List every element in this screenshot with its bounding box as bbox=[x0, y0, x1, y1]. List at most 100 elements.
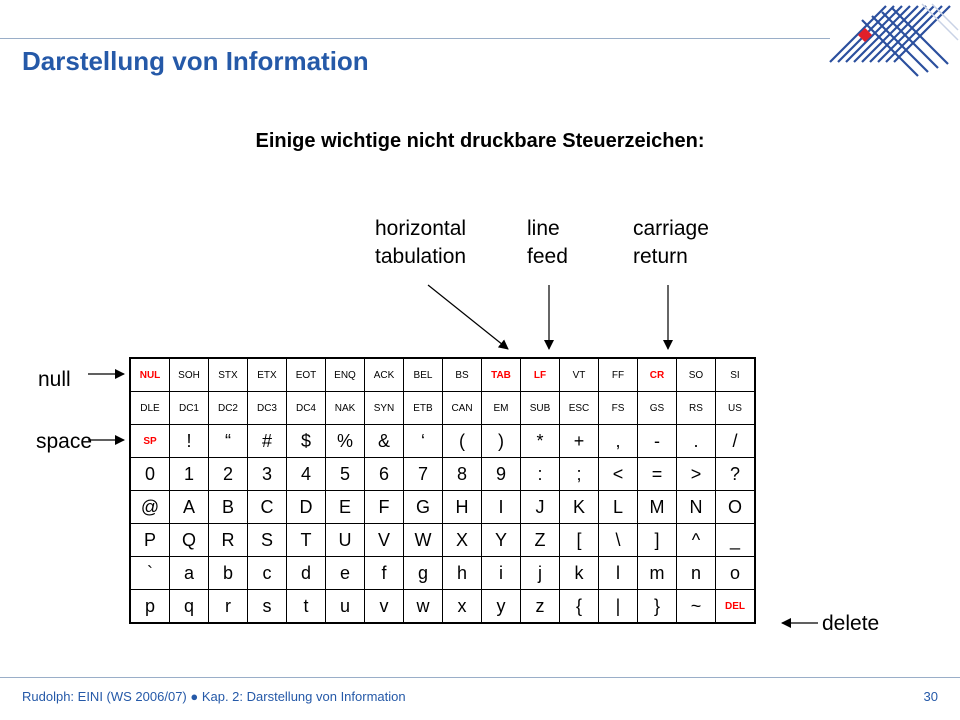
table-cell: } bbox=[637, 589, 677, 624]
label-delete: delete bbox=[822, 612, 880, 635]
table-cell: s bbox=[247, 589, 287, 624]
label-horizontal-tabulation: horizontal tabulation bbox=[375, 217, 467, 268]
table-cell: ^ bbox=[676, 523, 716, 557]
table-cell: G bbox=[403, 490, 443, 524]
table-cell: E bbox=[325, 490, 365, 524]
table-cell: EOT bbox=[286, 357, 326, 392]
table-cell: _ bbox=[715, 523, 756, 557]
table-cell: K bbox=[559, 490, 599, 524]
table-cell: D bbox=[286, 490, 326, 524]
arrow-to-tab bbox=[427, 284, 509, 350]
table-cell: RS bbox=[676, 391, 716, 425]
table-cell: . bbox=[676, 424, 716, 458]
table-cell: ETB bbox=[403, 391, 443, 425]
table-cell: NAK bbox=[325, 391, 365, 425]
table-cell: 1 bbox=[169, 457, 209, 491]
table-cell: NUL bbox=[129, 357, 170, 392]
table-cell: BEL bbox=[403, 357, 443, 392]
table-cell: , bbox=[598, 424, 638, 458]
table-cell: f bbox=[364, 556, 404, 590]
table-cell: 0 bbox=[129, 457, 170, 491]
table-cell: B bbox=[208, 490, 248, 524]
table-cell: u bbox=[325, 589, 365, 624]
table-cell: y bbox=[481, 589, 521, 624]
table-cell: TAB bbox=[481, 357, 521, 392]
table-cell: l bbox=[598, 556, 638, 590]
table-cell: - bbox=[637, 424, 677, 458]
table-cell: @ bbox=[129, 490, 170, 524]
table-cell: = bbox=[637, 457, 677, 491]
table-cell: U bbox=[325, 523, 365, 557]
table-cell: t bbox=[286, 589, 326, 624]
table-cell: DC3 bbox=[247, 391, 287, 425]
slide-title: Darstellung von Information bbox=[22, 46, 369, 76]
table-cell: Q bbox=[169, 523, 209, 557]
table-cell: k bbox=[559, 556, 599, 590]
table-cell: g bbox=[403, 556, 443, 590]
table-cell: x bbox=[442, 589, 482, 624]
table-cell: C bbox=[247, 490, 287, 524]
table-cell: ) bbox=[481, 424, 521, 458]
table-cell: LF bbox=[520, 357, 560, 392]
table-cell: 8 bbox=[442, 457, 482, 491]
table-cell: M bbox=[637, 490, 677, 524]
table-cell: FS bbox=[598, 391, 638, 425]
label-line-feed: line feed bbox=[527, 217, 568, 268]
label-space: space bbox=[36, 430, 93, 453]
table-cell: * bbox=[520, 424, 560, 458]
table-cell: 4 bbox=[286, 457, 326, 491]
table-cell: J bbox=[520, 490, 560, 524]
table-cell: { bbox=[559, 589, 599, 624]
table-cell: + bbox=[559, 424, 599, 458]
table-cell: A bbox=[169, 490, 209, 524]
table-cell: ESC bbox=[559, 391, 599, 425]
table-cell: CR bbox=[637, 357, 677, 392]
table-cell: 7 bbox=[403, 457, 443, 491]
table-cell: 6 bbox=[364, 457, 404, 491]
table-cell: ( bbox=[442, 424, 482, 458]
table-cell: F bbox=[364, 490, 404, 524]
table-cell: EM bbox=[481, 391, 521, 425]
table-cell: n bbox=[676, 556, 716, 590]
table-cell: h bbox=[442, 556, 482, 590]
table-cell: US bbox=[715, 391, 756, 425]
table-cell: FF bbox=[598, 357, 638, 392]
table-cell: ? bbox=[715, 457, 756, 491]
label-carriage-return: carriage return bbox=[633, 217, 709, 268]
table-cell: q bbox=[169, 589, 209, 624]
table-cell: VT bbox=[559, 357, 599, 392]
table-cell: SYN bbox=[364, 391, 404, 425]
table-row: SP!“#$%&‘()*+,-./ bbox=[129, 424, 756, 458]
table-cell: CAN bbox=[442, 391, 482, 425]
university-logo-icon bbox=[829, 3, 959, 77]
table-cell: DC1 bbox=[169, 391, 209, 425]
table-cell: SI bbox=[715, 357, 756, 392]
table-cell: Y bbox=[481, 523, 521, 557]
table-cell: r bbox=[208, 589, 248, 624]
table-cell: W bbox=[403, 523, 443, 557]
table-cell: I bbox=[481, 490, 521, 524]
table-cell: ] bbox=[637, 523, 677, 557]
table-cell: % bbox=[325, 424, 365, 458]
table-cell: ; bbox=[559, 457, 599, 491]
table-cell: BS bbox=[442, 357, 482, 392]
table-cell: [ bbox=[559, 523, 599, 557]
table-cell: SUB bbox=[520, 391, 560, 425]
table-cell: o bbox=[715, 556, 756, 590]
table-cell: DC2 bbox=[208, 391, 248, 425]
table-cell: S bbox=[247, 523, 287, 557]
table-cell: > bbox=[676, 457, 716, 491]
table-cell: GS bbox=[637, 391, 677, 425]
table-cell: SP bbox=[129, 424, 170, 458]
table-cell: : bbox=[520, 457, 560, 491]
table-cell: V bbox=[364, 523, 404, 557]
table-cell: v bbox=[364, 589, 404, 624]
table-cell: & bbox=[364, 424, 404, 458]
table-cell: SOH bbox=[169, 357, 209, 392]
table-cell: e bbox=[325, 556, 365, 590]
